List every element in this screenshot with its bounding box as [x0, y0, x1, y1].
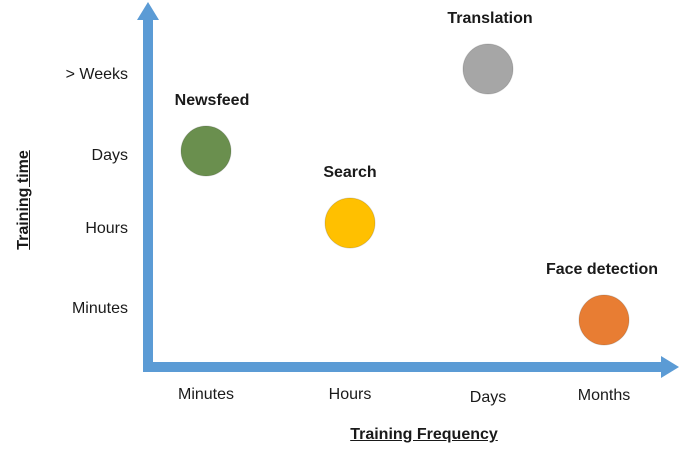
point-newsfeed: [180, 125, 232, 177]
x-tick-label-days: Days: [469, 389, 507, 406]
point-search: [324, 197, 376, 249]
x-tick-label-hours: Hours: [328, 386, 372, 403]
x-tick-label-months: Months: [577, 387, 631, 404]
y-tick-label-weeks: > Weeks: [65, 66, 128, 83]
point-label-translation: Translation: [447, 10, 533, 27]
y-tick-label-days: Days: [91, 147, 128, 164]
x-axis-title: Training Frequency: [350, 426, 498, 443]
y-tick-label-minutes: Minutes: [71, 300, 128, 317]
point-label-search: Search: [323, 164, 377, 181]
x-axis-arrowhead: [661, 356, 679, 378]
point-label-face-detection: Face detection: [545, 261, 659, 278]
y-tick-label-hours: Hours: [85, 220, 128, 237]
points-layer: [180, 43, 630, 346]
y-axis-title: Training time: [15, 150, 32, 250]
point-label-newsfeed: Newsfeed: [174, 92, 250, 109]
point-face-detection: [578, 294, 630, 346]
point-translation: [462, 43, 514, 95]
x-tick-label-minutes: Minutes: [177, 386, 235, 403]
y-axis-arrowhead: [137, 2, 159, 20]
